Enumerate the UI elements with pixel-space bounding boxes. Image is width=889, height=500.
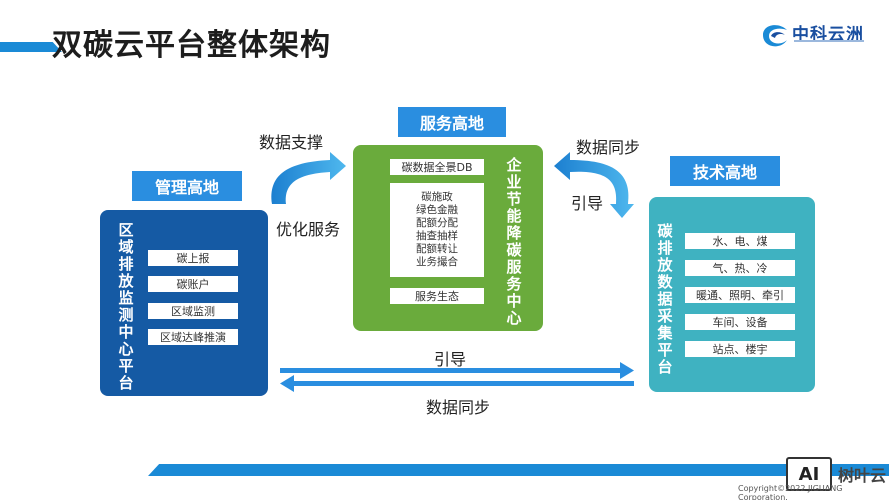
- management-vertical-label: 区域排放监测中心平台: [118, 221, 134, 392]
- center-middle-box: 碳施政 绿色金融 配额分配 抽查抽样 配额转让 业务撮合: [390, 183, 484, 277]
- left-item: 区域监测: [148, 303, 238, 319]
- service-tab: 服务高地: [398, 107, 506, 137]
- technology-tab: 技术高地: [670, 156, 780, 186]
- arrow-label-data-sync-top: 数据同步: [576, 138, 641, 157]
- right-item: 站点、楼宇: [685, 341, 795, 357]
- left-item: 碳账户: [148, 276, 238, 292]
- arrow-label-optimize-service: 优化服务: [276, 220, 341, 239]
- technology-panel: 碳排放数据采集平台 水、电、煤 气、热、冷 暖通、照明、牵引 车间、设备 站点、…: [649, 197, 815, 392]
- center-middle-item: 业务撮合: [416, 256, 458, 268]
- service-vertical-label: 企业节能降碳服务中心: [506, 156, 522, 327]
- right-item: 水、电、煤: [685, 233, 795, 249]
- center-middle-item: 配额分配: [416, 217, 458, 229]
- right-item: 气、热、冷: [685, 260, 795, 276]
- arrow-label-guide-bottom: 引导: [434, 350, 467, 369]
- logo-underline: [794, 40, 864, 42]
- watermark-text: 树叶云: [838, 466, 887, 485]
- right-item: 暖通、照明、牵引: [685, 287, 795, 303]
- title-accent-bar: [0, 42, 62, 52]
- center-middle-item: 绿色金融: [416, 204, 458, 216]
- management-panel: 区域排放监测中心平台 碳上报 碳账户 区域监测 区域达峰推演: [100, 210, 268, 396]
- watermark-logo-icon: AI: [786, 457, 832, 491]
- arrow-label-data-sync-bottom: 数据同步: [426, 398, 491, 417]
- arrow-label-data-support: 数据支撑: [259, 133, 324, 152]
- center-top-item: 碳数据全景DB: [390, 159, 484, 175]
- center-middle-item: 配额转让: [416, 243, 458, 255]
- page-title: 双碳云平台整体架构: [52, 28, 331, 63]
- service-panel: 碳数据全景DB 碳施政 绿色金融 配额分配 抽查抽样 配额转让 业务撮合 服务生…: [353, 145, 543, 331]
- left-item: 碳上报: [148, 250, 238, 266]
- center-middle-item: 抽查抽样: [416, 230, 458, 242]
- technology-vertical-label: 碳排放数据采集平台: [657, 222, 673, 376]
- center-bottom-item: 服务生态: [390, 288, 484, 304]
- footer-accent-bar: [148, 464, 889, 476]
- arrow-label-guide-right: 引导: [571, 194, 604, 213]
- management-tab: 管理高地: [132, 171, 242, 201]
- left-item: 区域达峰推演: [148, 329, 238, 345]
- swirl-logo-icon: [763, 25, 787, 47]
- left-curved-arrow-icon: [271, 152, 346, 204]
- bottom-left-arrow-icon: [280, 375, 634, 392]
- center-middle-item: 碳施政: [421, 191, 453, 203]
- copyright-text: Copyright©2022 JIGUANG Corporation.: [738, 484, 843, 500]
- center-middle-list: 碳施政 绿色金融 配额分配 抽查抽样 配额转让 业务撮合: [390, 191, 484, 269]
- right-item: 车间、设备: [685, 314, 795, 330]
